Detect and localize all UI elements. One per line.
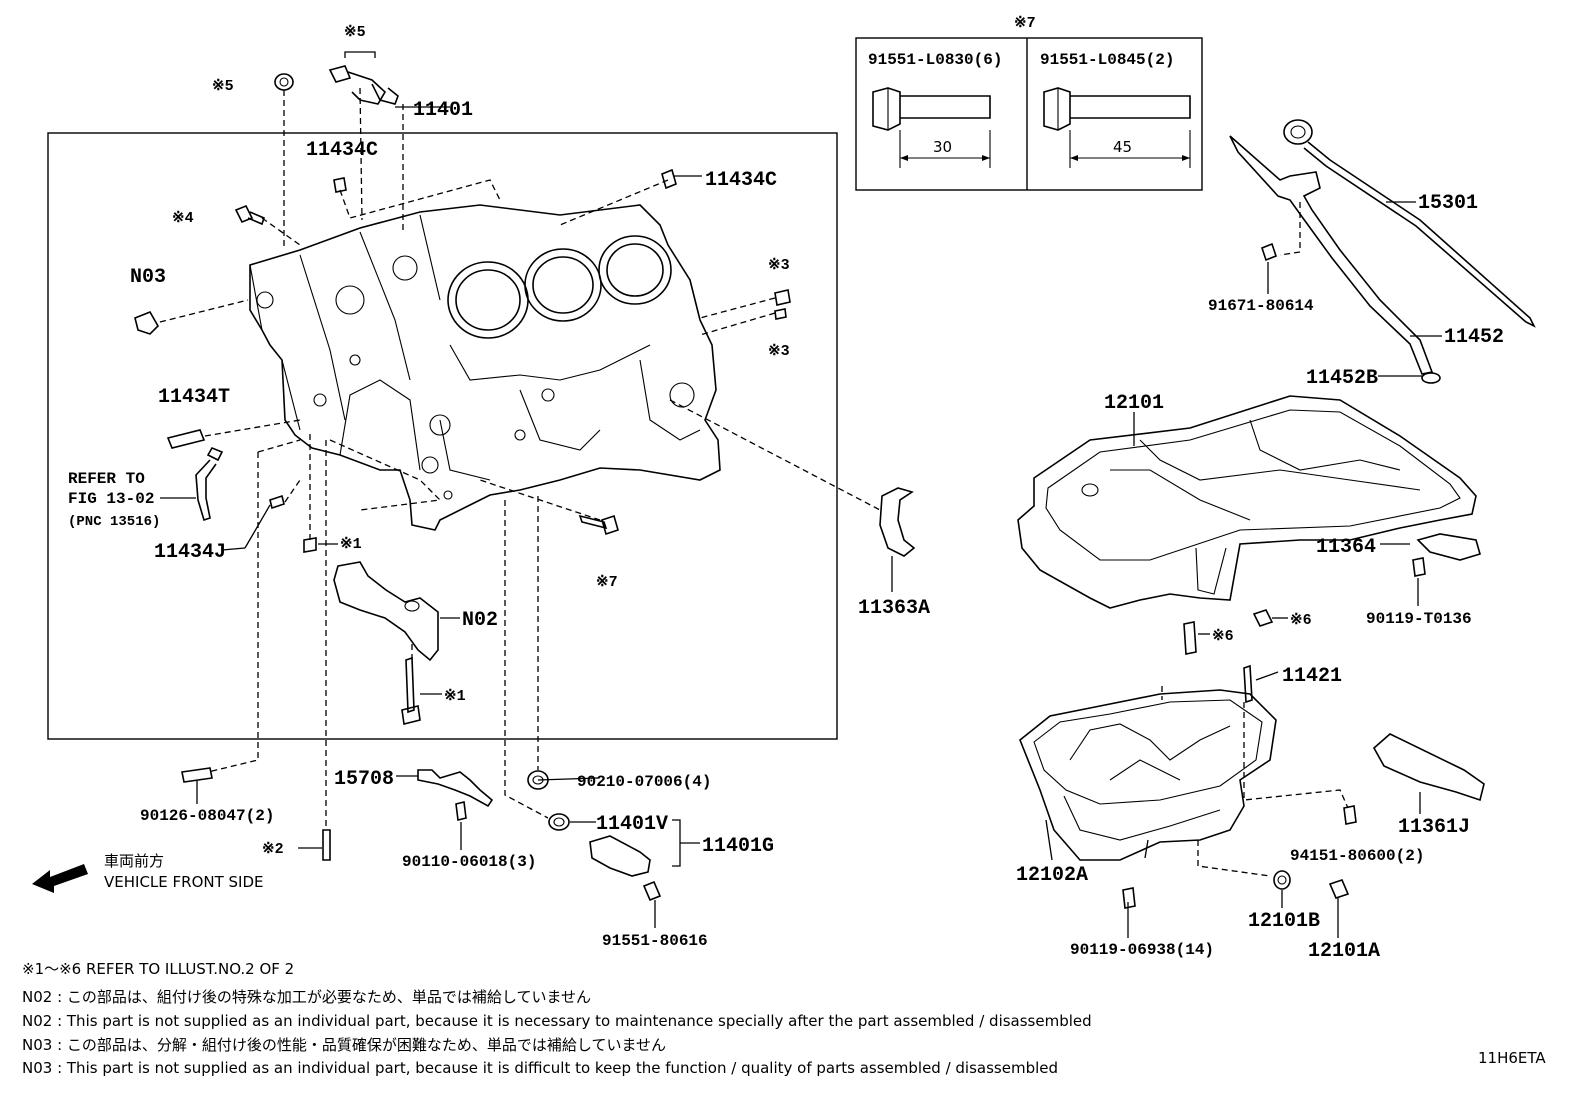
label-11364: 11364 bbox=[1316, 536, 1376, 559]
front-jp: 車両前方 bbox=[104, 852, 164, 870]
label-m7-bolt: ※7 bbox=[596, 574, 618, 591]
label-12101b: 12101B bbox=[1248, 910, 1320, 933]
label-11363a: 11363A bbox=[858, 597, 930, 620]
label-m3-a: ※3 bbox=[768, 257, 790, 274]
gasket-drawing bbox=[274, 73, 294, 91]
label-11401v: 11401V bbox=[596, 813, 668, 836]
oil-control-valve-drawing bbox=[328, 65, 399, 105]
label-n02: N02 bbox=[462, 609, 498, 632]
label-m5-top: ※5 bbox=[344, 24, 366, 41]
label-m7-title: ※7 bbox=[1014, 15, 1036, 32]
label-12101: 12101 bbox=[1104, 392, 1164, 415]
label-15708: 15708 bbox=[334, 768, 394, 791]
label-90119-t0136: 90119-T0136 bbox=[1366, 610, 1472, 628]
bolt-right-part: 91551-L0845(2) bbox=[1040, 51, 1174, 69]
label-pnc: (PNC 13516) bbox=[68, 514, 160, 530]
label-90126: 90126-08047(2) bbox=[140, 807, 274, 825]
label-11401: 11401 bbox=[413, 99, 473, 122]
sensor-drawing bbox=[589, 835, 651, 877]
bolt-4-drawing bbox=[234, 204, 265, 226]
label-fig: FIG 13-02 bbox=[68, 490, 154, 508]
bolt-spec-table bbox=[855, 37, 1203, 191]
bolt-left-length: 30 bbox=[933, 138, 952, 156]
bearing-drawing bbox=[879, 487, 916, 557]
note-n03-en: N03 : This part is not supplied as an in… bbox=[22, 1059, 1058, 1077]
label-11434c-a: 11434C bbox=[306, 139, 378, 162]
label-90210: 90210-07006(4) bbox=[577, 773, 711, 791]
oil-pan-upper-drawing bbox=[1017, 395, 1481, 609]
label-11401g: 11401G bbox=[702, 835, 774, 858]
label-m4: ※4 bbox=[172, 210, 194, 227]
label-m1-a: ※1 bbox=[340, 536, 362, 553]
note-n03-jp: N03 : この部品は、分解・組付け後の性能・品質確保が困難なため、単品では補給… bbox=[22, 1036, 666, 1054]
label-90119-06938: 90119-06938(14) bbox=[1070, 941, 1214, 959]
label-15301: 15301 bbox=[1418, 192, 1478, 215]
label-m3-b: ※3 bbox=[768, 343, 790, 360]
illustration-code: 11H6ETA bbox=[1478, 1049, 1546, 1067]
front-en: VEHICLE FRONT SIDE bbox=[104, 873, 264, 891]
label-11361j: 11361J bbox=[1398, 816, 1470, 839]
label-m5-left: ※5 bbox=[212, 78, 234, 95]
label-94151: 94151-80600(2) bbox=[1290, 847, 1424, 865]
oil-pan-lower-drawing bbox=[1019, 609, 1277, 861]
dipstick-drawing bbox=[1229, 119, 1536, 384]
label-11452: 11452 bbox=[1444, 326, 1504, 349]
label-n03: N03 bbox=[130, 266, 166, 289]
label-11434t: 11434T bbox=[158, 386, 230, 409]
label-11434c-b: 11434C bbox=[705, 169, 777, 192]
label-91551-80616: 91551-80616 bbox=[602, 932, 708, 950]
label-11421: 11421 bbox=[1282, 665, 1342, 688]
n03-plug-drawing bbox=[134, 310, 159, 335]
label-m1-b: ※1 bbox=[444, 688, 466, 705]
label-m2: ※2 bbox=[262, 841, 284, 858]
bracket-drawing bbox=[1372, 733, 1485, 802]
note-n02-jp: N02 : この部品は、組付け後の特殊な加工が必要なため、単品では補給していませ… bbox=[22, 988, 591, 1006]
label-refer-to: REFER TO bbox=[68, 470, 145, 488]
label-12102a: 12102A bbox=[1016, 864, 1088, 887]
leader-lines bbox=[159, 51, 1422, 910]
label-m6-b: ※6 bbox=[1212, 628, 1234, 645]
cylinder-block-frame bbox=[47, 132, 838, 740]
cylinder-block-drawing bbox=[249, 204, 721, 531]
label-90110: 90110-06018(3) bbox=[402, 853, 536, 871]
bolt-left-part: 91551-L0830(6) bbox=[868, 51, 1002, 69]
note-n02-en: N02 : This part is not supplied as an in… bbox=[22, 1012, 1092, 1030]
vehicle-front-arrow-icon bbox=[32, 864, 88, 893]
note-refer: ※1〜※6 REFER TO ILLUST.NO.2 OF 2 bbox=[22, 960, 294, 978]
label-m6-a: ※6 bbox=[1290, 612, 1312, 629]
label-11434j: 11434J bbox=[154, 541, 226, 564]
label-91671: 91671-80614 bbox=[1208, 297, 1314, 315]
n02-bearing-cap-drawing bbox=[333, 561, 439, 662]
bolt-right-length: 45 bbox=[1113, 138, 1132, 156]
label-12101a: 12101A bbox=[1308, 940, 1380, 963]
label-11452b: 11452B bbox=[1306, 367, 1378, 390]
